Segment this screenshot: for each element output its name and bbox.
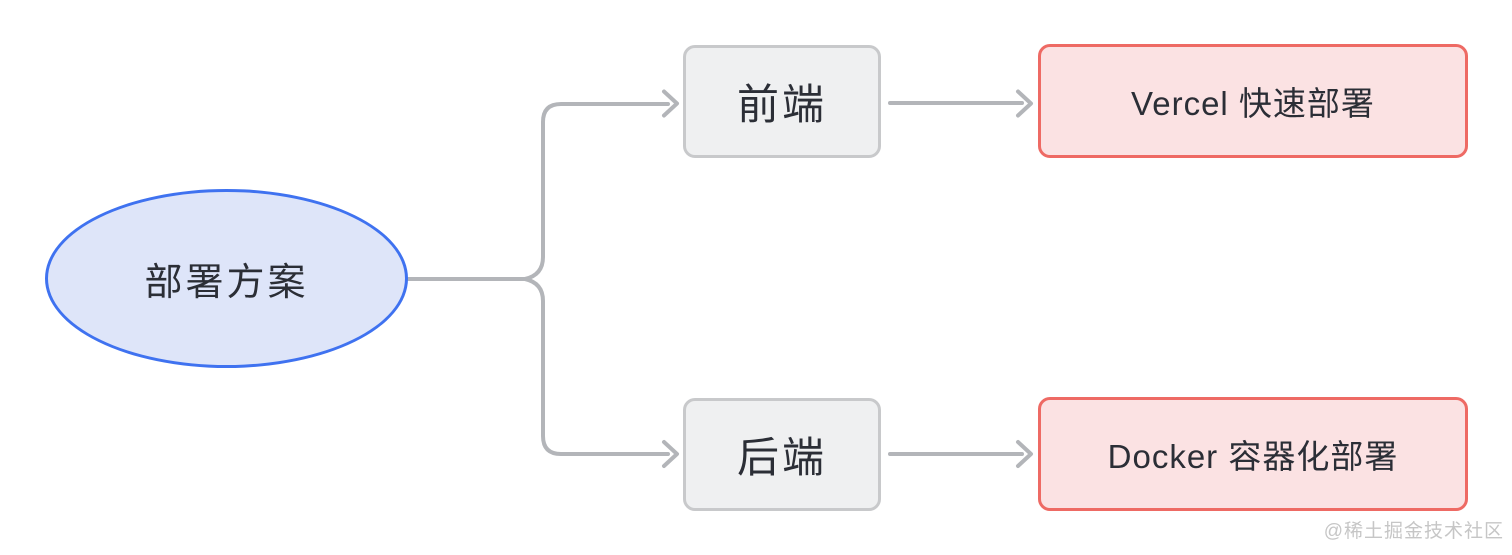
category-node-frontend-label: 前端 bbox=[736, 81, 827, 128]
method-node-vercel-deploy: Vercel 快速部署 bbox=[1038, 44, 1468, 158]
root-node-deployment-plan: 部署方案 bbox=[45, 189, 408, 368]
branch-top-curve bbox=[523, 102, 670, 281]
backend-method-arrowhead-icon bbox=[1016, 440, 1033, 468]
root-node-label: 部署方案 bbox=[144, 262, 309, 304]
method-node-docker-deploy: Docker 容器化部署 bbox=[1038, 397, 1468, 511]
category-node-frontend: 前端 bbox=[683, 45, 881, 158]
category-node-backend-label: 后端 bbox=[736, 434, 827, 481]
branch-bottom-arrowhead-icon bbox=[662, 440, 679, 468]
frontend-method-arrowhead-icon bbox=[1016, 89, 1033, 118]
method-node-docker-label: Docker 容器化部署 bbox=[1107, 438, 1399, 475]
method-node-vercel-label: Vercel 快速部署 bbox=[1131, 85, 1375, 122]
branch-bottom-curve bbox=[523, 277, 670, 456]
branch-top-arrowhead-icon bbox=[662, 89, 679, 118]
watermark: @稀土掘金技术社区 bbox=[1323, 521, 1504, 542]
category-node-backend: 后端 bbox=[683, 398, 881, 511]
